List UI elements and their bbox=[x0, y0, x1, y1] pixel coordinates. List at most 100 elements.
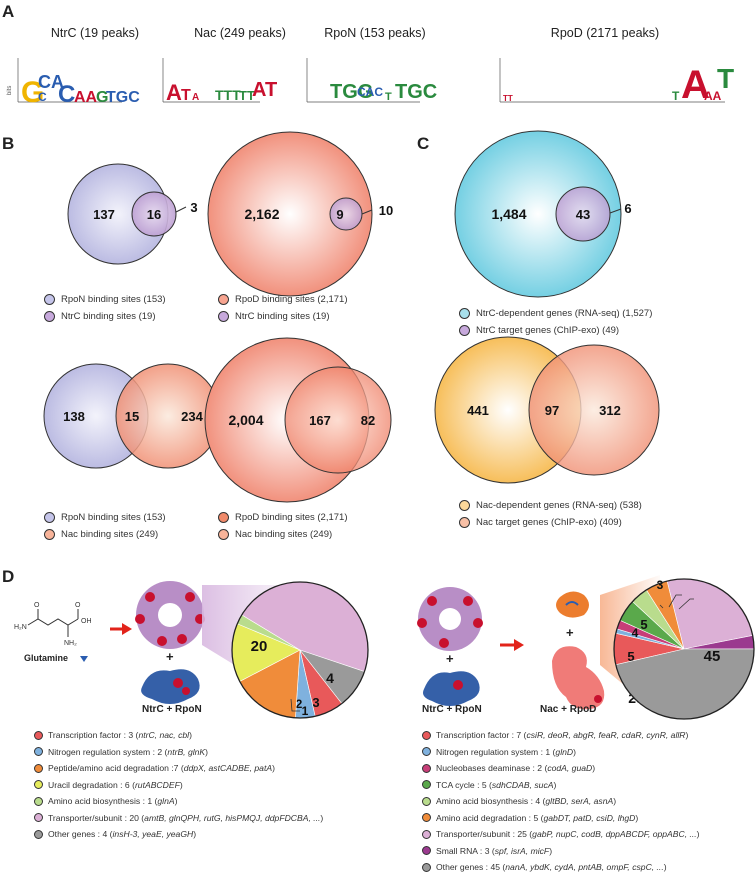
legend-swatch bbox=[34, 747, 43, 756]
legend-ntrc-target: NtrC target genes (ChIP-exo) (49) bbox=[459, 325, 619, 336]
svg-text:TT: TT bbox=[503, 94, 513, 103]
glutamine-label: Glutamine bbox=[24, 653, 68, 663]
venn-ntrc-only: 3 bbox=[190, 200, 197, 215]
pie-label: 5 bbox=[640, 617, 647, 632]
logo-nac: A T A TTT TT AT bbox=[162, 58, 277, 105]
venn-nac-dependent-only: 441 bbox=[467, 403, 489, 418]
svg-text:A: A bbox=[192, 92, 199, 103]
caption-nac-rpod: Nac + RpoD bbox=[540, 704, 597, 715]
logo-axis-label: bits bbox=[7, 86, 13, 95]
svg-text:T: T bbox=[717, 63, 734, 94]
arrow-right-icon bbox=[110, 623, 132, 635]
ntrc-hexamer-right bbox=[417, 587, 483, 651]
plus-sign-right: + bbox=[566, 625, 574, 640]
logo-ntrc: bits G CA C C AA G TGC bbox=[7, 58, 140, 109]
svg-text:AA: AA bbox=[74, 89, 98, 106]
legend-swatch bbox=[422, 829, 431, 839]
svg-text:A: A bbox=[166, 80, 182, 105]
venn-rpod-nac-overlap: 167 bbox=[309, 413, 331, 428]
venn-ntrc-dependent-only: 1,484 bbox=[491, 206, 526, 222]
rpon-structure bbox=[141, 669, 200, 704]
svg-text:OH: OH bbox=[81, 618, 92, 625]
legend-swatch bbox=[34, 730, 43, 740]
pie-label: 4 bbox=[326, 670, 334, 686]
panel-letter-a: A bbox=[2, 2, 15, 21]
pie-label: 5 bbox=[627, 649, 634, 664]
dropdown-triangle-icon bbox=[80, 656, 88, 662]
glutamine-structure: H₂N O O OH NH₂ bbox=[14, 602, 92, 647]
caption-ntrc-rpon-left: NtrC + RpoN bbox=[142, 704, 202, 715]
svg-text:TGC: TGC bbox=[395, 81, 437, 103]
venn-rpon-ntrc-overlap: 16 bbox=[147, 207, 161, 222]
legend-swatch bbox=[422, 730, 431, 740]
legend-swatch bbox=[34, 780, 43, 789]
caption-ntrc-rpon-right: NtrC + RpoN bbox=[422, 704, 482, 715]
legend-item: Other genes : 45 (nanA, ybdK, cydA, pntA… bbox=[422, 862, 667, 872]
legend-ntrc-sites: NtrC binding sites (19) bbox=[44, 311, 156, 322]
svg-text:AT: AT bbox=[252, 79, 277, 101]
venn-diagrams: 137 16 3 2,162 9 10 138 15 234 2,004 167… bbox=[43, 130, 660, 503]
legend-item: Amino acid biosynthesis : 1 (glnA) bbox=[34, 796, 177, 806]
venn-rpod-nac: 2,004 167 82 bbox=[204, 337, 392, 503]
legend-nac-sites-2: Nac binding sites (249) bbox=[218, 529, 332, 540]
venn-rpod-ntrc-overlap: 9 bbox=[336, 207, 343, 222]
venn-rpod-ntrc: 2,162 9 10 bbox=[207, 131, 393, 297]
legend-nac-sites: Nac binding sites (249) bbox=[44, 529, 158, 540]
nac-structure bbox=[556, 591, 589, 618]
venn-ntrc-only-rpod: 10 bbox=[379, 203, 393, 218]
venn-ntrc-genes-overlap: 43 bbox=[576, 207, 590, 222]
pie-label: 1 bbox=[302, 704, 309, 718]
svg-text:T: T bbox=[385, 91, 392, 103]
svg-text:C: C bbox=[58, 81, 75, 108]
legend-item: Transporter/subunit : 25 (gabP, nupC, co… bbox=[422, 829, 700, 839]
svg-text:AA: AA bbox=[704, 89, 722, 103]
svg-text:O: O bbox=[75, 602, 81, 609]
pie-label: 3 bbox=[312, 695, 319, 710]
svg-text:TTT: TTT bbox=[215, 87, 241, 103]
venn-nac-only: 234 bbox=[181, 409, 203, 424]
plus-sign-left: + bbox=[166, 649, 174, 664]
legend-swatch bbox=[422, 763, 431, 773]
legend-swatch bbox=[422, 862, 431, 872]
legend-nac-target: Nac target genes (ChIP-exo) (409) bbox=[459, 517, 622, 528]
legend-swatch bbox=[422, 796, 431, 806]
venn-rpon-only: 137 bbox=[93, 207, 115, 222]
legend-swatch bbox=[34, 763, 43, 773]
arrow-right-icon-2 bbox=[500, 639, 524, 651]
panel-letter-c: C bbox=[417, 134, 430, 153]
pie-label: 45 bbox=[704, 648, 721, 665]
svg-text:O: O bbox=[34, 602, 40, 609]
pie-chart-nac-rpod: 71254525345 bbox=[613, 578, 755, 720]
legend-item: Transcription factor : 3 (ntrC, nac, cbl… bbox=[34, 730, 192, 740]
legend-rpod-sites: RpoD binding sites (2,171) bbox=[218, 294, 347, 305]
legend-item: Transcription factor : 7 (csiR, deoR, ab… bbox=[422, 730, 688, 740]
venn-ntrc-target-only: 6 bbox=[624, 201, 631, 216]
venn-nac-target-only: 312 bbox=[599, 403, 621, 418]
legend-swatch bbox=[422, 813, 431, 822]
legend-nac-dependent: Nac-dependent genes (RNA-seq) (538) bbox=[459, 500, 642, 511]
legend-ntrc-dependent: NtrC-dependent genes (RNA-seq) (1,527) bbox=[459, 308, 652, 319]
legend-item: Transporter/subunit : 20 (amtB, glnQPH, … bbox=[34, 813, 323, 823]
svg-text:TGC: TGC bbox=[106, 89, 140, 106]
svg-text:H₂N: H₂N bbox=[14, 624, 27, 631]
svg-text:A: A bbox=[681, 63, 710, 107]
pie-outline bbox=[231, 581, 369, 719]
legend-item: TCA cycle : 5 (sdhCDAB, sucA) bbox=[422, 780, 556, 790]
pie-label: 4 bbox=[632, 626, 639, 640]
logo-title-nac: Nac (249 peaks) bbox=[194, 26, 286, 40]
svg-text:G: G bbox=[96, 89, 108, 106]
legend-swatch bbox=[422, 780, 431, 789]
legend-rpon-sites-2: RpoN binding sites (153) bbox=[44, 512, 166, 523]
venn-rpon-nac-overlap: 15 bbox=[125, 409, 139, 424]
rpod-structure bbox=[552, 646, 605, 710]
ntrc-hexamer bbox=[135, 581, 205, 649]
pie-label: 3 bbox=[657, 578, 664, 592]
legend-swatch bbox=[34, 829, 43, 839]
pie-chart-ntrc-rpon: 32761204 bbox=[231, 581, 369, 719]
venn-nac-only-rpod: 82 bbox=[361, 413, 375, 428]
pie-outline bbox=[613, 578, 755, 720]
legend-swatch bbox=[422, 747, 431, 756]
logo-title-rpod: RpoD (2171 peaks) bbox=[550, 26, 660, 40]
logo-title-ntrc: NtrC (19 peaks) bbox=[50, 26, 140, 40]
legend-item: Nitrogen regulation system : 2 (ntrB, gl… bbox=[34, 747, 208, 757]
